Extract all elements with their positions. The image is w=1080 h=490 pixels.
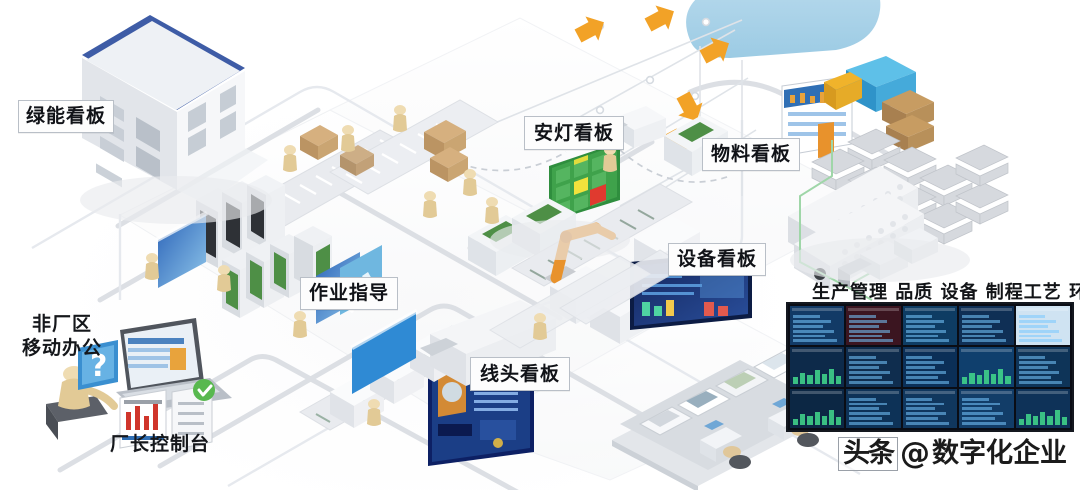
- svg-text:?: ?: [90, 349, 107, 384]
- operator-seated: [700, 420, 751, 469]
- offsite-line1: 非厂区: [32, 313, 93, 335]
- flow-arrow: [676, 91, 703, 121]
- label-plant-manager-console: 厂长控制台: [110, 433, 211, 455]
- carton-stack: [300, 125, 338, 160]
- factory-workers: [145, 105, 617, 426]
- label-andon-board[interactable]: 安灯看板: [524, 116, 624, 150]
- cloud-platform: [686, 0, 881, 58]
- video-wall-cell: [1015, 306, 1070, 346]
- video-wall-cell: [846, 306, 901, 346]
- cell-table-rows: [905, 356, 954, 384]
- cell-table-rows: [1018, 356, 1067, 384]
- video-wall-cell: [902, 306, 958, 346]
- label-material-board[interactable]: 物料看板: [702, 138, 800, 171]
- label-work-instruction[interactable]: 作业指导: [300, 277, 398, 310]
- green-energy-building: [82, 15, 268, 204]
- cell-table-rows: [793, 315, 841, 343]
- video-wall-cell: [959, 306, 1014, 346]
- carton-stack: [340, 145, 374, 176]
- dashed-link-right: [619, 149, 731, 183]
- cell-bar-chart: [1018, 409, 1068, 425]
- cell-table-rows: [905, 397, 954, 425]
- video-wall-cell: [902, 347, 958, 387]
- cell-table-rows: [849, 315, 897, 343]
- watermark-at-icon: @: [900, 436, 930, 471]
- cell-table-rows: [1018, 315, 1067, 343]
- cell-bar-chart: [793, 409, 842, 425]
- label-line-head-board[interactable]: 线头看板: [470, 357, 570, 391]
- report-card: [119, 389, 167, 449]
- ground-shadows: [80, 176, 970, 282]
- cell-bar-chart: [793, 368, 842, 384]
- video-wall-cell: [846, 388, 901, 428]
- monitor-screen: [158, 214, 206, 288]
- cell-table-rows: [849, 397, 897, 425]
- watermark-name: 数字化企业: [932, 438, 1067, 469]
- video-wall-cell: [790, 347, 845, 387]
- flow-arrow: [699, 37, 729, 64]
- video-wall-cell: [846, 347, 901, 387]
- video-wall-cell: [902, 388, 958, 428]
- video-wall-cell: [790, 306, 845, 346]
- cell-table-rows: [905, 315, 954, 343]
- question-screen: ?: [78, 340, 118, 390]
- video-wall-cell: [1015, 347, 1070, 387]
- mobile-office-cluster: ?: [46, 318, 232, 451]
- checklist-tablet: [171, 379, 215, 451]
- watermark-badge: 头条: [838, 437, 898, 471]
- conveyor-right: [489, 249, 687, 349]
- flow-arrow: [574, 16, 604, 43]
- video-wall-cell: [790, 388, 845, 428]
- video-wall-cell: [959, 388, 1014, 428]
- offsite-line2: 移动办公: [22, 337, 103, 360]
- cell-table-rows: [962, 397, 1010, 425]
- cell-table-rows: [962, 315, 1010, 343]
- carton-stack: [424, 120, 468, 182]
- video-wall-header: 生产管理 品质 设备 制程工艺 环境: [812, 282, 1080, 303]
- flow-arrow: [644, 5, 674, 32]
- video-wall-cell: [1015, 388, 1070, 428]
- line-monitor: [352, 312, 416, 394]
- label-equipment-board[interactable]: 设备看板: [668, 243, 766, 276]
- video-wall-cell: [959, 347, 1014, 387]
- label-offsite-mobile-office: 非厂区 移动办公: [22, 312, 102, 361]
- label-green-energy-board[interactable]: 绿能看板: [18, 100, 114, 133]
- cell-bar-chart: [962, 368, 1011, 384]
- seated-person: [46, 366, 118, 440]
- control-desk: [612, 349, 828, 490]
- dashed-link-left: [429, 149, 567, 172]
- cell-table-rows: [849, 356, 897, 384]
- andon-board: [549, 142, 620, 234]
- video-wall: [786, 302, 1074, 432]
- watermark: 头条 @ 数字化企业: [838, 437, 1067, 471]
